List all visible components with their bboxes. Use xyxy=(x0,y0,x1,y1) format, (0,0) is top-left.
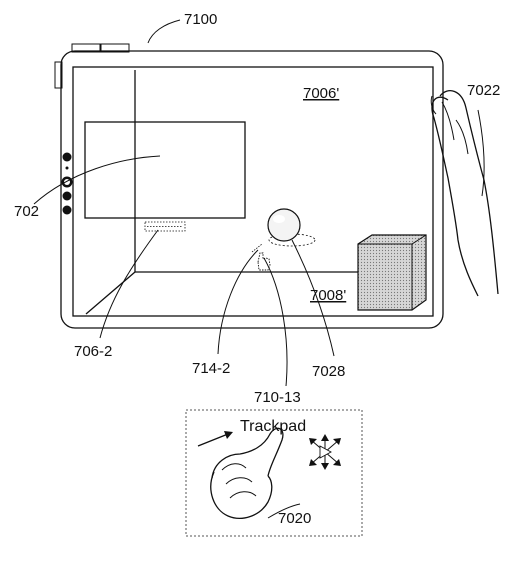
label-window-handle: 706-2 xyxy=(74,343,112,360)
trackpad-hand-icon xyxy=(210,427,284,519)
trackpad-panel xyxy=(185,409,363,537)
virtual-window xyxy=(84,121,246,219)
gesture-arrows-icon xyxy=(309,434,341,470)
label-floor-region: 7008' xyxy=(310,287,346,304)
room-lines xyxy=(85,70,400,315)
label-cursor: 714-2 xyxy=(192,360,230,377)
motion-arrow xyxy=(197,431,233,447)
label-window: 702 xyxy=(14,203,39,220)
device-body xyxy=(60,50,444,329)
device-side-button xyxy=(54,61,63,89)
window-handle xyxy=(144,221,186,232)
trackpad-title: Trackpad xyxy=(240,418,306,435)
device-screen xyxy=(72,66,434,317)
cursor-icon xyxy=(251,243,271,271)
label-sphere: 7028 xyxy=(312,363,345,380)
label-wall-region: 7006' xyxy=(303,85,339,102)
label-device: 7100 xyxy=(184,11,217,28)
virtual-sphere xyxy=(267,208,316,247)
shaded-box xyxy=(357,234,427,311)
label-hand-right: 7022 xyxy=(467,82,500,99)
label-ray: 710-13 xyxy=(254,389,301,406)
right-hand-icon xyxy=(430,90,499,297)
label-trackpad-hand: 7020 xyxy=(278,510,311,527)
leader-lines xyxy=(33,19,485,519)
device-top-buttons xyxy=(71,43,130,53)
